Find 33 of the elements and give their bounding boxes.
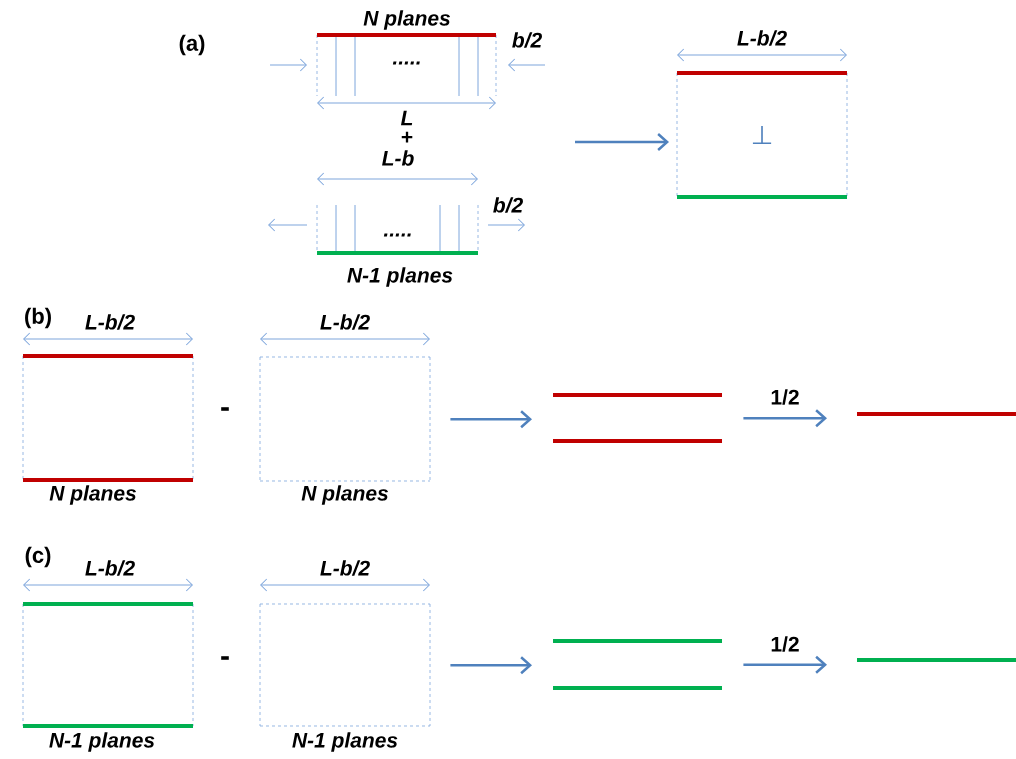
panel-label: (c) [25,546,51,568]
plane-label: N planes [301,485,389,505]
plane-lines [553,639,722,690]
plane-label: N planes [363,10,451,30]
dimension-label: L-b/2 [85,560,135,576]
edge-label: 1/2 [771,389,799,405]
dimension-label: L-b [382,150,414,166]
arrow [743,409,827,428]
plane-lines [553,393,722,443]
arrow [450,656,532,675]
minus-sign: - [221,407,229,411]
arrow [450,410,532,429]
plane-label: N planes [49,485,137,505]
plane-label: N-1 planes [347,267,453,287]
edge-label: 1/2 [771,636,799,652]
dislocation-symbol: ⊥ [752,125,772,145]
panel-label: (b) [25,307,51,329]
minus-sign: - [221,656,229,660]
dimension-label: L-b/2 [737,30,787,46]
arrow [575,133,669,151]
plane-lines [857,412,1016,416]
dimension-label: L-b/2 [320,314,370,330]
plane-lines [857,658,1016,662]
plane-label: ..... [383,233,411,237]
dimension-label: L-b/2 [320,560,370,576]
panel-label: (a) [179,34,205,56]
arrow [743,655,827,674]
dimension-label: b/2 [493,197,523,213]
plane-label: N-1 planes [292,732,398,752]
dimension-label: L-b/2 [85,314,135,330]
plane-label: N-1 planes [49,732,155,752]
plane-label: ..... [392,61,420,65]
plus-sign: + [401,131,413,143]
